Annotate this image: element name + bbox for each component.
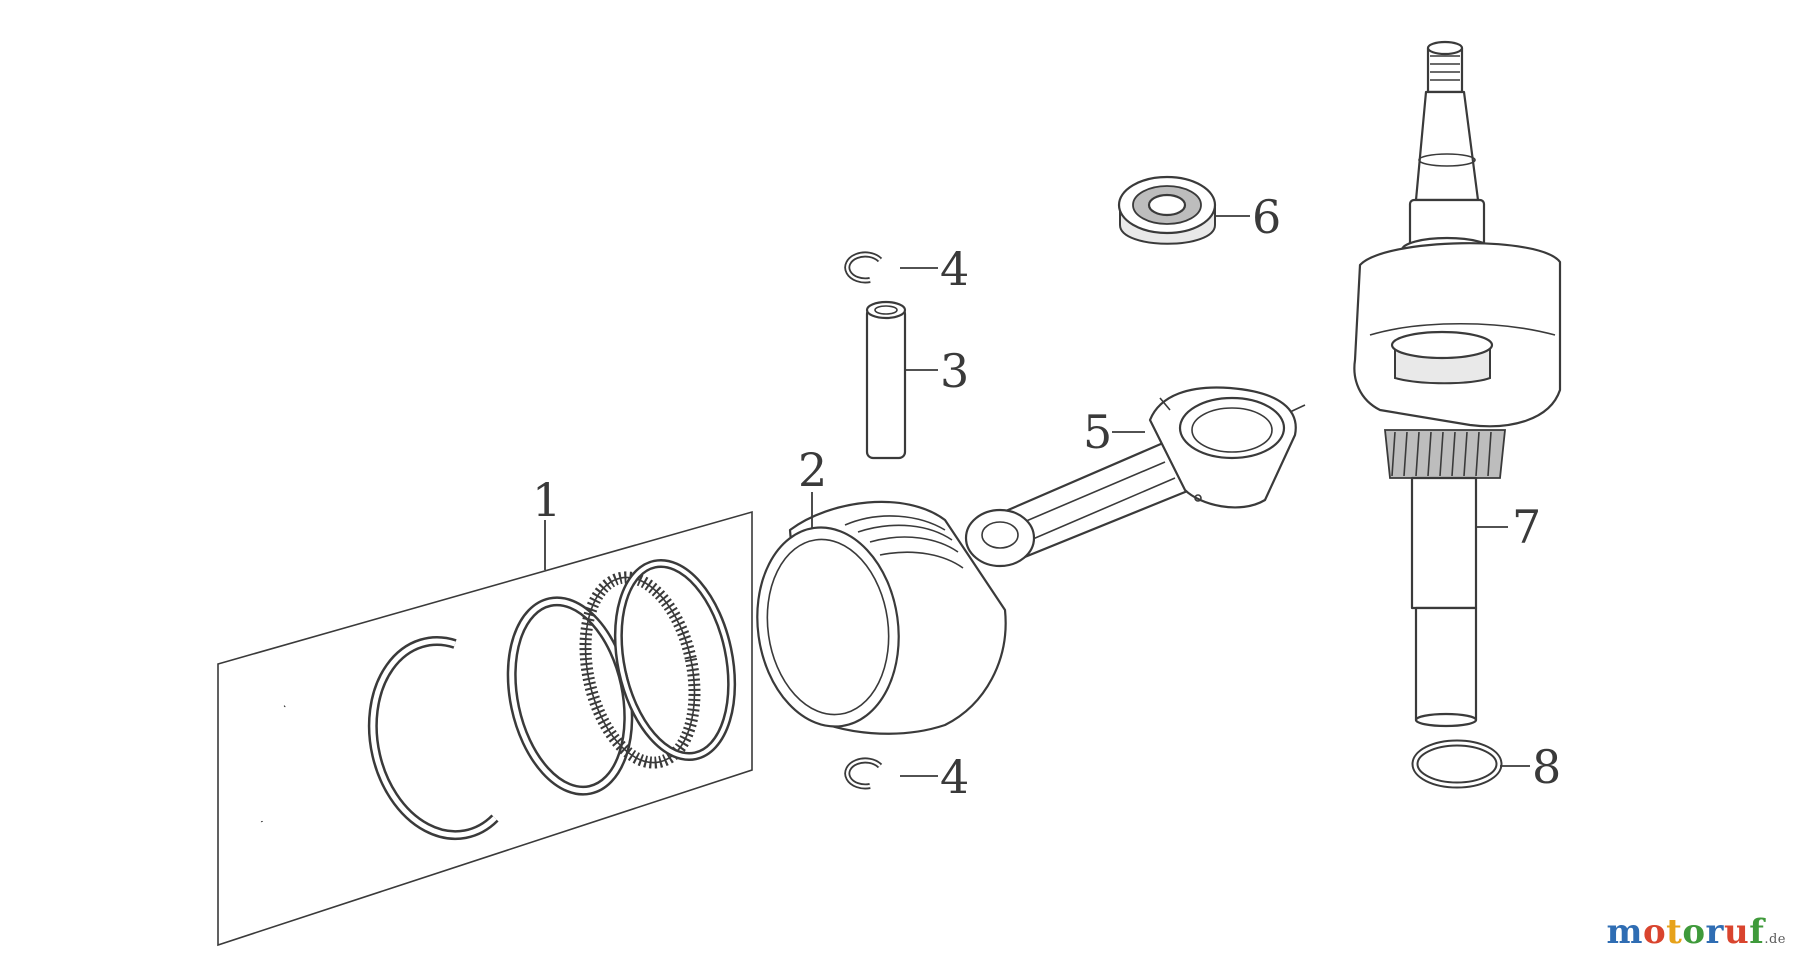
- circlip-bottom: [844, 757, 938, 790]
- logo-letter: u: [1723, 912, 1750, 952]
- washer: [1411, 739, 1530, 789]
- callout-3: 3: [940, 344, 969, 398]
- callout-1: 1: [532, 473, 561, 527]
- callout-4-bottom: 4: [940, 750, 969, 804]
- crankshaft: [1353, 40, 1562, 728]
- logo-letter: r: [1705, 912, 1724, 952]
- logo-letter: o: [1642, 912, 1667, 952]
- logo-letter: t: [1666, 912, 1683, 952]
- oil-seal: [1117, 175, 1250, 245]
- motoruf-logo: motoruf.de: [1606, 912, 1786, 952]
- callout-6: 6: [1252, 190, 1281, 244]
- logo-letter: m: [1606, 912, 1643, 952]
- connecting-rod: [964, 386, 1306, 568]
- logo-letter: f: [1749, 912, 1765, 952]
- piston: [756, 492, 1007, 735]
- callout-4-top: 4: [940, 242, 969, 296]
- callout-2: 2: [798, 443, 827, 497]
- callout-7: 7: [1512, 500, 1541, 554]
- circlip-top: [844, 251, 938, 284]
- callout-5: 5: [1083, 405, 1112, 459]
- piston-pin: [865, 300, 938, 460]
- callout-8: 8: [1532, 740, 1561, 794]
- logo-tld: .de: [1764, 932, 1786, 947]
- piston-ring-set: [217, 510, 753, 947]
- logo-letter: o: [1682, 912, 1706, 952]
